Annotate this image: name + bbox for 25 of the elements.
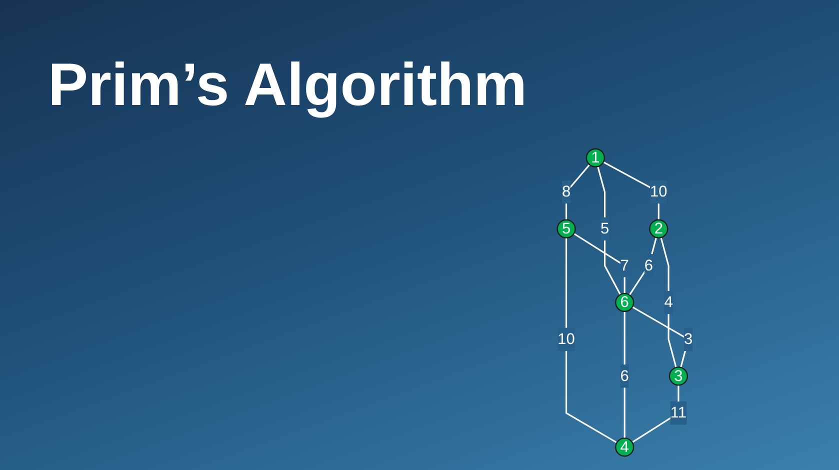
- connector: [628, 237, 658, 296]
- connector: [602, 161, 660, 220]
- connector: [566, 164, 590, 220]
- edge-label: 7: [620, 257, 629, 274]
- node-circle: 5: [556, 219, 576, 238]
- connector: [573, 232, 626, 294]
- edge-label: 6: [620, 368, 629, 385]
- connector: [632, 385, 680, 444]
- edge-label: 11: [670, 404, 687, 422]
- edge-label: 6: [644, 257, 654, 274]
- edge-label: 8: [562, 183, 571, 201]
- title: Prim’s Algorithm: [48, 52, 527, 118]
- edge-label: 5: [600, 220, 610, 238]
- connector: [624, 311, 626, 438]
- node-circle: 1: [586, 148, 605, 168]
- edge-label: 10: [650, 183, 668, 201]
- edge-label: 4: [664, 294, 673, 312]
- node-circle: 4: [615, 438, 634, 457]
- edge-label: 10: [558, 330, 575, 348]
- edge-label: 3: [684, 330, 693, 348]
- connector: [660, 237, 677, 368]
- node-circle: 6: [615, 292, 634, 312]
- node-circle: 3: [668, 366, 688, 386]
- node-circle: 2: [649, 219, 668, 238]
- connector: [597, 166, 622, 295]
